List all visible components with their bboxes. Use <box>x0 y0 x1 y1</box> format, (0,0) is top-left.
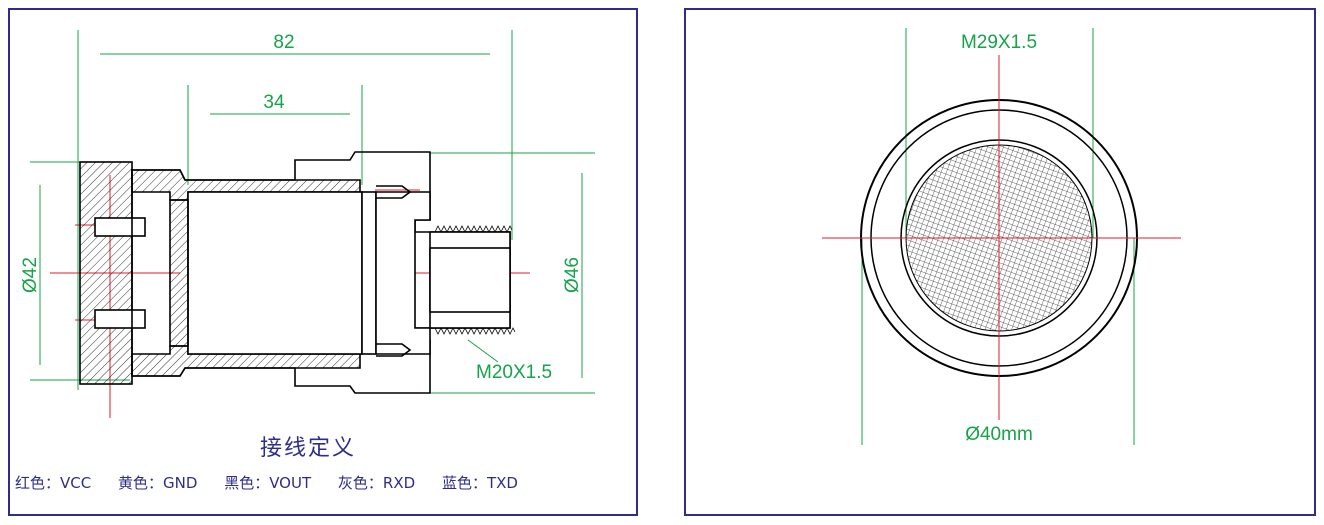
dim-diameter-right: Ø46 <box>562 257 583 293</box>
front-view-panel: M29X1.5 Ø40mm <box>684 8 1316 516</box>
diameter-label-front: Ø40mm <box>965 424 1033 445</box>
stem-thread <box>434 225 516 335</box>
dim-length-inner: 34 <box>263 92 285 113</box>
wire-red: 红色：VCC <box>15 474 92 492</box>
thread-label-left: M20X1.5 <box>476 362 552 383</box>
wire-black: 黑色：VOUT <box>224 474 312 492</box>
side-view-panel: 82 34 Ø42 Ø46 M20X1.5 接线定义 红色：VCC 黄色：GND… <box>8 8 638 516</box>
thread-label-front: M29X1.5 <box>961 32 1037 53</box>
wiring-definitions: 红色：VCC 黄色：GND 黑色：VOUT 灰色：RXD 蓝色：TXD <box>15 472 540 493</box>
dim-length-total: 82 <box>273 32 294 53</box>
wire-gray: 灰色：RXD <box>337 474 416 492</box>
wire-blue: 蓝色：TXD <box>441 474 518 492</box>
front-view-drawing: M29X1.5 Ø40mm <box>822 28 1181 445</box>
front-centerlines <box>822 55 1181 420</box>
wire-yellow: 黄色：GND <box>118 474 198 492</box>
filter-mesh <box>906 145 1092 331</box>
dimension-lines <box>30 30 595 394</box>
wiring-title: 接线定义 <box>260 436 357 461</box>
side-view-drawing: 82 34 Ø42 Ø46 M20X1.5 <box>20 30 595 418</box>
front-dimension-lines <box>861 28 1135 445</box>
sensor-body-outline <box>79 151 511 394</box>
dim-diameter-left: Ø42 <box>20 257 41 293</box>
